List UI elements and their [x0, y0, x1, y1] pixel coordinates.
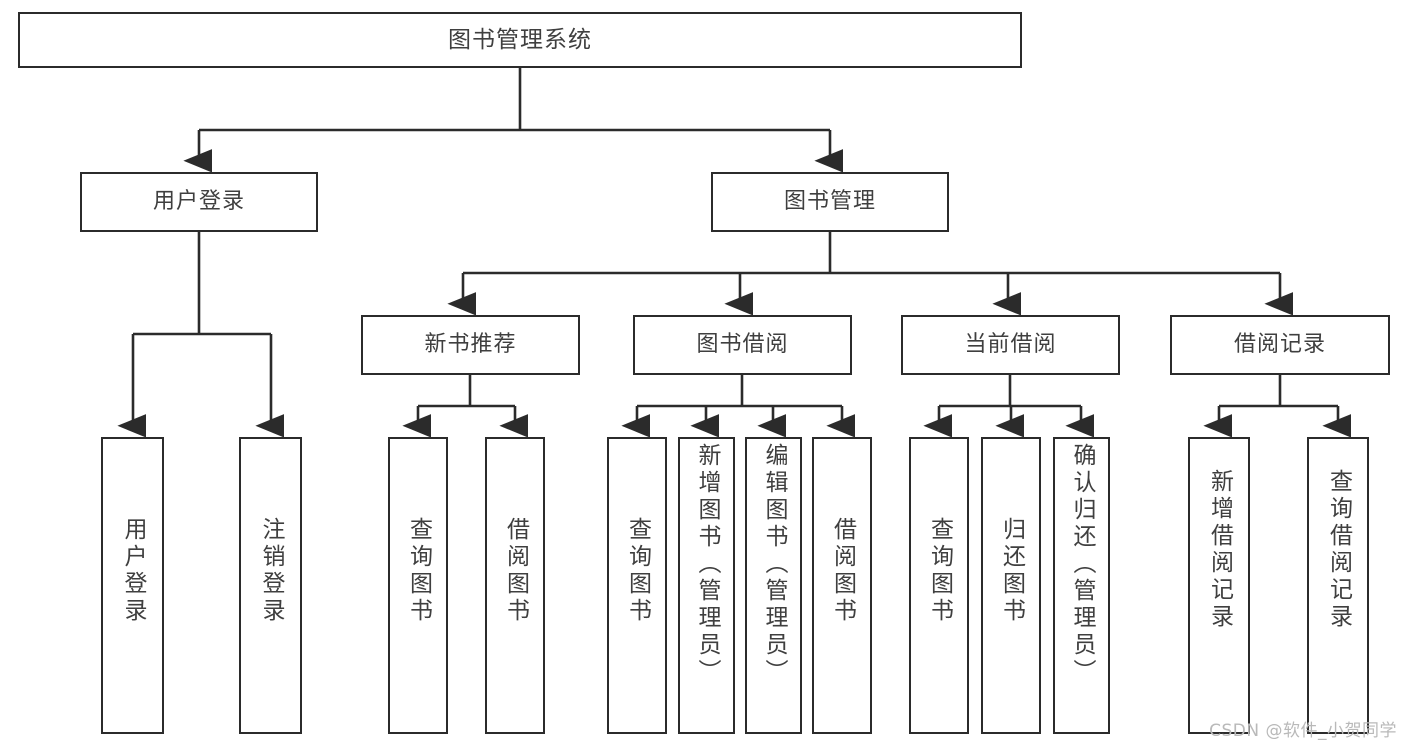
node-new-book-recommend[interactable]: 新书推荐 — [361, 315, 580, 375]
leaf-user-logout[interactable]: 注销登录 — [239, 437, 302, 734]
leaf-add-book-admin-label: 新增图书（管理员） — [694, 443, 720, 686]
leaf-borrow-book-recommend-label: 借阅图书 — [502, 517, 529, 625]
leaf-user-login-label: 用户登录 — [120, 517, 146, 625]
node-new-book-recommend-label: 新书推荐 — [424, 332, 517, 358]
node-borrow-records-label: 借阅记录 — [1233, 332, 1326, 358]
leaf-query-borrow-record[interactable]: 查询借阅记录 — [1307, 437, 1369, 734]
leaf-return-book[interactable]: 归还图书 — [981, 437, 1041, 734]
leaf-query-book-recommend[interactable]: 查询图书 — [388, 437, 448, 734]
node-borrow-records[interactable]: 借阅记录 — [1170, 315, 1390, 375]
leaf-add-borrow-record[interactable]: 新增借阅记录 — [1188, 437, 1250, 734]
leaf-lend-book[interactable]: 借阅图书 — [812, 437, 872, 734]
node-book-management-label: 图书管理 — [783, 189, 876, 215]
leaf-confirm-return-admin-label: 确认归还（管理员） — [1069, 443, 1095, 686]
leaf-edit-book-admin[interactable]: 编辑图书（管理员） — [745, 437, 802, 734]
leaf-query-book-current-label: 查询图书 — [926, 517, 953, 625]
leaf-user-logout-label: 注销登录 — [258, 517, 284, 625]
node-current-borrow-label: 当前借阅 — [964, 332, 1057, 358]
node-current-borrow[interactable]: 当前借阅 — [901, 315, 1120, 375]
leaf-query-book-borrow[interactable]: 查询图书 — [607, 437, 667, 734]
leaf-add-borrow-record-label: 新增借阅记录 — [1206, 469, 1233, 631]
node-root-label: 图书管理系统 — [448, 26, 592, 53]
node-book-management[interactable]: 图书管理 — [711, 172, 949, 232]
leaf-borrow-book-recommend[interactable]: 借阅图书 — [485, 437, 545, 734]
watermark: CSDN @软件_小贺同学 — [1209, 721, 1397, 741]
leaf-query-book-current[interactable]: 查询图书 — [909, 437, 969, 734]
node-user-login-label: 用户登录 — [152, 189, 245, 215]
leaf-query-borrow-record-label: 查询借阅记录 — [1325, 469, 1352, 631]
leaf-user-login[interactable]: 用户登录 — [101, 437, 164, 734]
leaf-return-book-label: 归还图书 — [998, 517, 1025, 625]
node-root[interactable]: 图书管理系统 — [18, 12, 1022, 68]
node-book-borrow[interactable]: 图书借阅 — [633, 315, 852, 375]
leaf-edit-book-admin-label: 编辑图书（管理员） — [761, 443, 787, 686]
node-book-borrow-label: 图书借阅 — [696, 332, 789, 358]
leaf-confirm-return-admin[interactable]: 确认归还（管理员） — [1053, 437, 1110, 734]
leaf-query-book-recommend-label: 查询图书 — [405, 517, 432, 625]
leaf-query-book-borrow-label: 查询图书 — [624, 517, 651, 625]
leaf-lend-book-label: 借阅图书 — [829, 517, 856, 625]
leaf-add-book-admin[interactable]: 新增图书（管理员） — [678, 437, 735, 734]
node-user-login[interactable]: 用户登录 — [80, 172, 318, 232]
